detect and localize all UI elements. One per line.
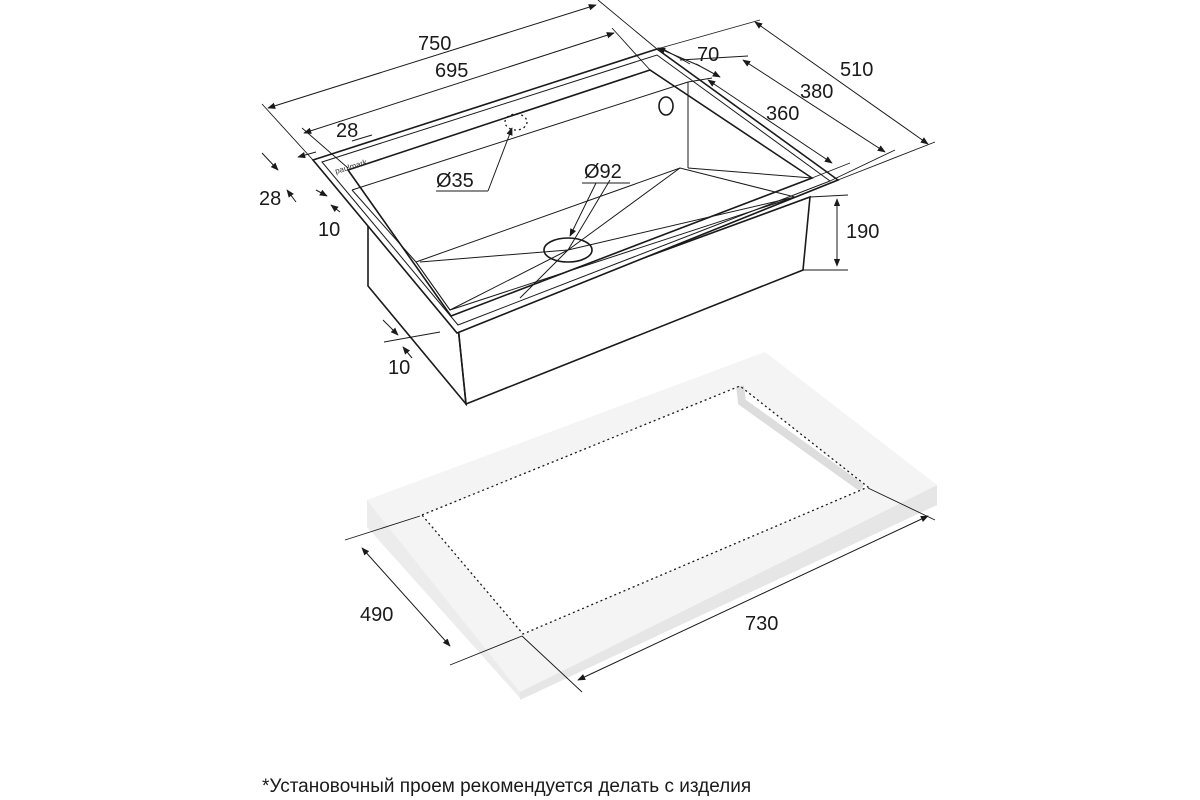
drain-hole-label: Ø92 [584,161,622,183]
tap-hole-label: Ø35 [436,170,474,192]
rim-left-label: 28 [336,120,358,142]
dimension-360: 360 [687,77,851,179]
bowl-back-wall-edge [351,81,689,191]
installation-footnote: *Установочный проем рекомендуется делать… [262,776,752,797]
cutout-opening [422,386,868,634]
callout-tap-hole: Ø35 [436,127,513,192]
cutout-dotted-outline [420,385,870,635]
dimension-695: 695 [301,27,651,169]
cutout-dimension-490: 490 [344,515,523,666]
rim-thickness-top-label: 10 [318,219,340,241]
dimension-70: 70 [657,44,721,78]
dimension-28-front: 28 [259,152,297,210]
cutout-length-label: 730 [745,613,778,635]
overall-width-label: 510 [840,59,873,81]
bowl-width-inner-label: 360 [766,103,799,125]
dimension-28-left: 28 [297,120,373,159]
depth-label: 190 [846,221,879,243]
tap-offset-label: 70 [697,44,719,66]
cutout-dimension-730: 730 [521,487,936,693]
sink-body: paulmark [311,48,840,407]
sink-rim-outer [311,48,840,334]
rim-thickness-bottom-label: 10 [388,357,410,379]
drain-hole [543,237,593,263]
cutout-width-label: 490 [360,604,393,626]
bowl-width-outer-label: 380 [800,81,833,103]
countertop [367,352,937,700]
dimension-10-bottom: 10 [382,319,441,379]
dimension-190: 190 [803,194,879,271]
rim-front-label: 28 [259,188,281,210]
overflow-hole [658,96,674,116]
callout-drain: Ø92 [569,161,630,237]
dimension-10-top: 10 [315,189,341,241]
bowl-length-label: 695 [435,60,468,82]
overall-length-label: 750 [418,33,451,55]
cutout-inner-wall [736,385,865,492]
